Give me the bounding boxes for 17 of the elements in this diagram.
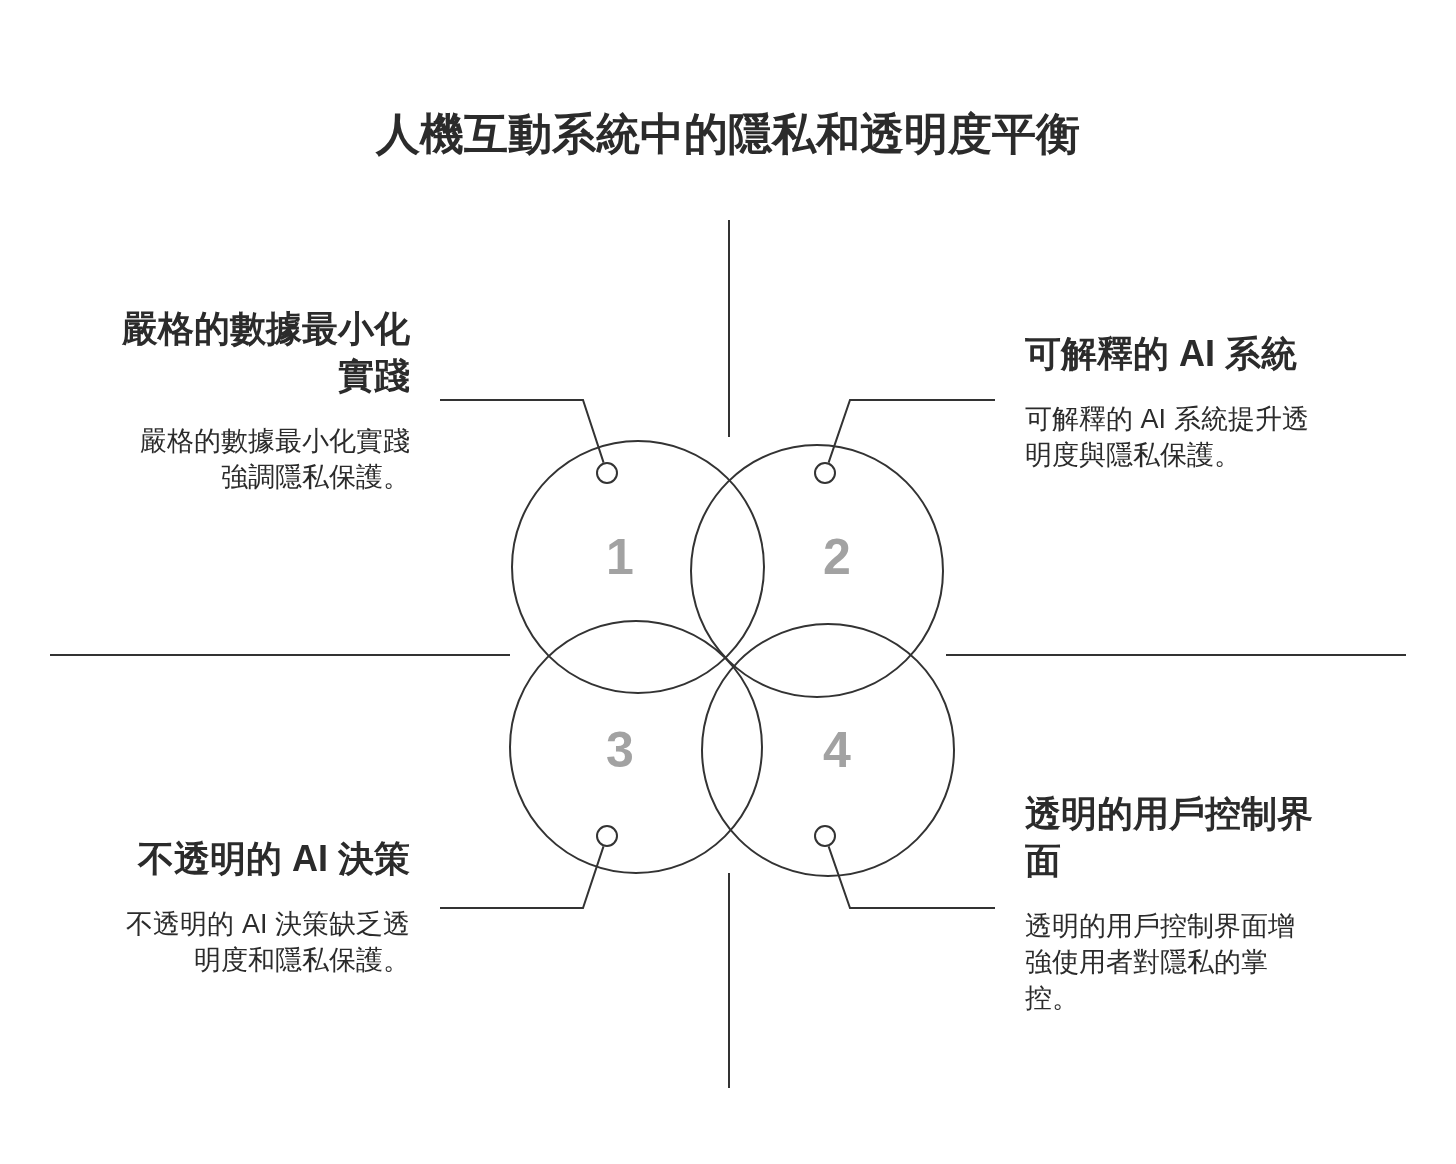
description: 透明的用戶控制界面增強使用者對隱私的掌控。 xyxy=(1025,910,1296,1015)
step-number: 3 xyxy=(606,725,634,775)
description: 可解釋的 AI 系統提升透明度與隱私保護。 xyxy=(1025,403,1310,472)
description: 嚴格的數據最小化實踐強調隱私保護。 xyxy=(139,425,410,494)
leader-line xyxy=(827,399,996,464)
title: 人機互動系統中的隱私和透明度平衡 xyxy=(374,108,1081,160)
step-number: 2 xyxy=(823,532,851,582)
step-number: 4 xyxy=(823,725,851,775)
leader-line xyxy=(827,845,996,909)
description: 不透明的 AI 決策缺乏透明度和隱私保護。 xyxy=(125,908,410,977)
heading: 嚴格的數據最小化實踐 xyxy=(121,307,410,398)
step-number: 1 xyxy=(606,532,634,582)
heading: 不透明的 AI 決策 xyxy=(136,837,410,881)
leader-line xyxy=(439,399,605,464)
heading: 透明的用戶控制界面 xyxy=(1025,792,1314,883)
leader-line xyxy=(439,845,605,909)
heading: 可解釋的 AI 系統 xyxy=(1025,332,1298,376)
